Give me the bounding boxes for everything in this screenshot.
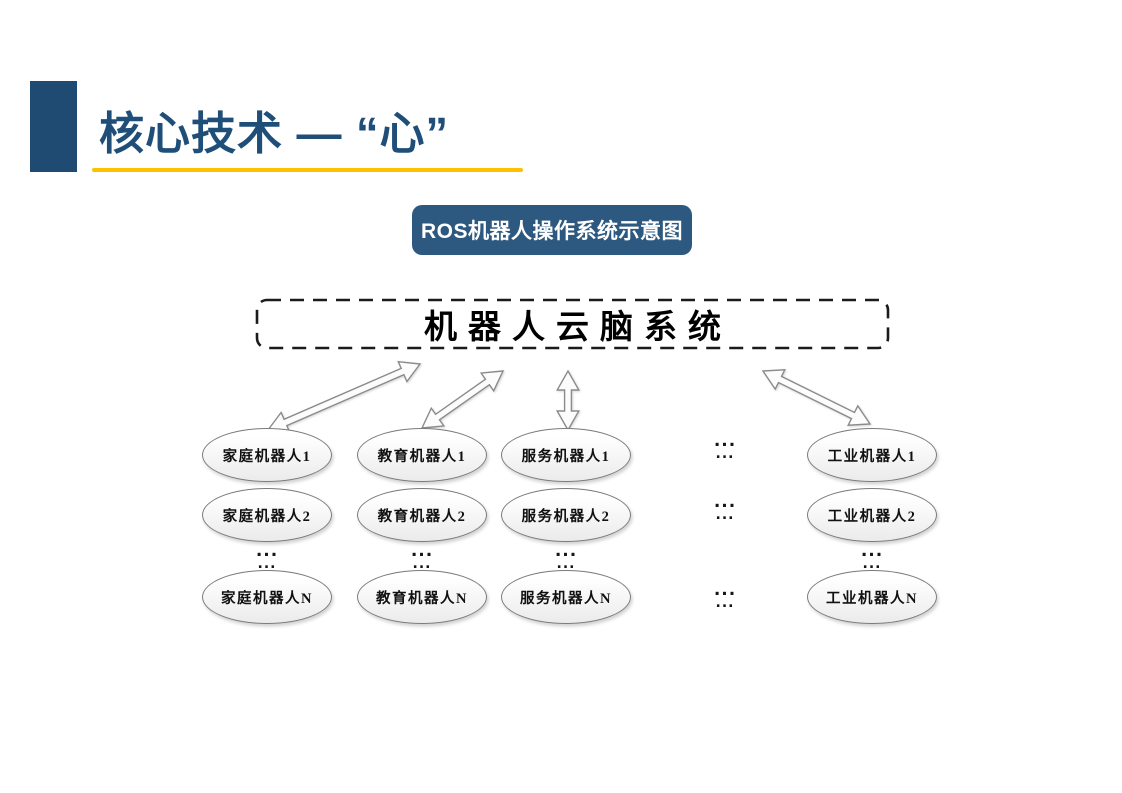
diagram-title-badge: ROS机器人操作系统示意图 <box>412 205 692 255</box>
ellipsis-dots: ...... <box>554 541 578 572</box>
robot-node-education-2: 教育机器人2 <box>357 488 487 542</box>
robot-node-home-1: 家庭机器人1 <box>202 428 332 482</box>
robot-node-home-2: 家庭机器人2 <box>202 488 332 542</box>
cloud-brain-system-label: 机器人云脑系统 <box>424 310 732 346</box>
double-arrow <box>761 369 872 426</box>
robot-node-home-3: 家庭机器人N <box>202 570 332 624</box>
ellipsis-dots: ...... <box>713 431 737 462</box>
ellipsis-dots: ...... <box>410 541 434 572</box>
double-arrow <box>266 360 422 434</box>
robot-node-industrial-2: 工业机器人2 <box>807 488 937 542</box>
ellipsis-dots: ...... <box>713 580 737 611</box>
robot-node-education-1: 教育机器人1 <box>357 428 487 482</box>
title-underline <box>92 168 523 172</box>
robot-node-education-3: 教育机器人N <box>357 570 487 624</box>
slide-title: 核心技术 — “心” <box>99 108 450 159</box>
double-arrow <box>555 369 581 432</box>
robot-node-service-1: 服务机器人1 <box>501 428 631 482</box>
robot-node-service-2: 服务机器人2 <box>501 488 631 542</box>
robot-node-industrial-1: 工业机器人1 <box>807 428 937 482</box>
ellipsis-dots: ...... <box>860 541 884 572</box>
robot-node-industrial-3: 工业机器人N <box>807 570 937 624</box>
cloud-brain-system-box <box>255 298 890 350</box>
title-accent-bar <box>30 81 77 172</box>
robot-node-service-3: 服务机器人N <box>501 570 631 624</box>
double-arrow <box>420 370 505 429</box>
ellipsis-dots: ...... <box>713 492 737 523</box>
ellipsis-dots: ...... <box>255 541 279 572</box>
